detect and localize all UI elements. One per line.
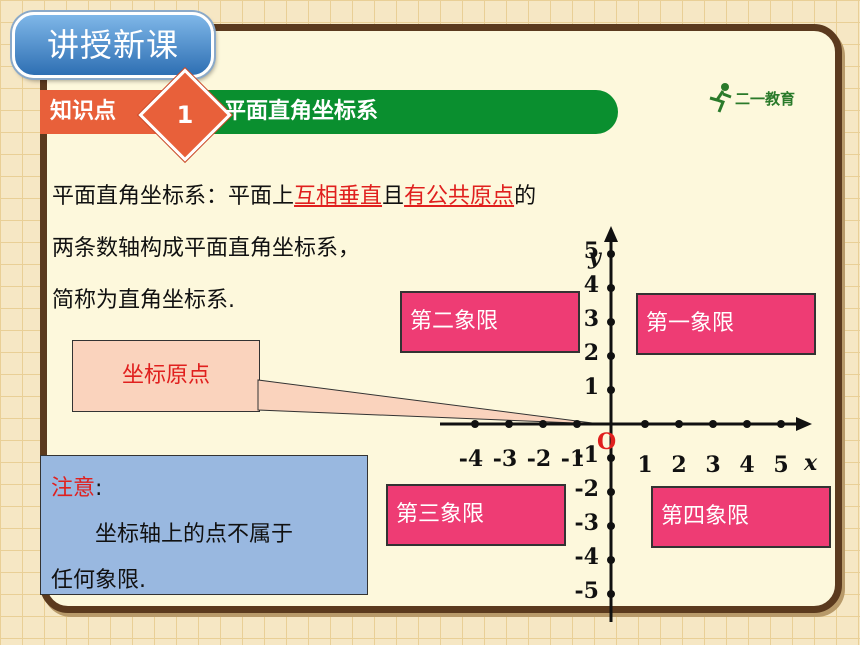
x-tick-dot xyxy=(505,420,513,428)
y-tick-dot xyxy=(607,556,615,564)
x-tick-dot xyxy=(675,420,683,428)
y-tick-dot xyxy=(607,488,615,496)
note-body-1: 坐标轴上的点不属于 xyxy=(95,522,294,547)
x-tick-label: 2 xyxy=(671,452,686,478)
x-tick-label: -4 xyxy=(459,446,483,472)
x-tick-dot xyxy=(743,420,751,428)
y-tick-label: 3 xyxy=(584,306,599,332)
x-axis-arrow xyxy=(796,417,812,431)
y-axis-label: y xyxy=(587,244,603,270)
x-tick-label: -2 xyxy=(527,446,551,472)
y-tick-dot xyxy=(607,284,615,292)
knowledge-title: 平面直角坐标系 xyxy=(224,99,379,124)
y-tick-dot xyxy=(607,352,615,360)
x-tick-dot xyxy=(573,420,581,428)
x-tick-label: 3 xyxy=(705,452,720,478)
keyword-perpendicular: 互相垂直 xyxy=(294,184,383,209)
x-tick-label: 1 xyxy=(637,452,652,478)
note-colon: : xyxy=(95,476,103,501)
y-tick-label: 1 xyxy=(584,374,599,400)
section-tab: 讲授新课 xyxy=(12,12,214,78)
y-tick-dot xyxy=(607,318,615,326)
origin-label: O xyxy=(597,429,616,455)
y-axis-arrow xyxy=(604,226,618,242)
y-tick-label: -1 xyxy=(575,442,599,468)
x-tick-label: -1 xyxy=(561,446,585,472)
note-title: 注意 xyxy=(51,476,96,501)
y-tick-dot xyxy=(607,250,615,258)
x-tick-label: 4 xyxy=(739,452,754,478)
callout-pointer xyxy=(257,379,601,425)
y-tick-dot xyxy=(607,522,615,530)
definition-text: 平面直角坐标系：平面上 xyxy=(52,184,295,209)
quadrant-2-box: 第二象限 xyxy=(400,291,580,353)
y-tick-label: 4 xyxy=(584,272,599,298)
y-tick-label: 2 xyxy=(584,340,599,366)
quadrant-4-box: 第四象限 xyxy=(651,486,831,548)
knowledge-label: 知识点 xyxy=(40,90,168,134)
y-tick-label: -3 xyxy=(575,510,599,536)
definition-line-2: 两条数轴构成平面直角坐标系， xyxy=(52,236,361,261)
brand-logo: 二一教育 xyxy=(705,80,825,114)
x-tick-dot xyxy=(471,420,479,428)
definition-line-3: 简称为直角坐标系. xyxy=(52,288,235,313)
y-tick-group: 5 4 3 2 1 -1 -2 -3 -4 -5 xyxy=(575,238,615,604)
origin-callout: 坐标原点 xyxy=(72,340,260,412)
x-tick-dot xyxy=(709,420,717,428)
x-tick-dot xyxy=(641,420,649,428)
runner-icon xyxy=(709,83,732,113)
y-tick-label: 5 xyxy=(584,238,599,264)
y-tick-label: -2 xyxy=(575,476,599,502)
quadrant-3-box: 第三象限 xyxy=(386,484,566,546)
quadrant-1-box: 第一象限 xyxy=(636,293,816,355)
y-tick-dot xyxy=(607,454,615,462)
note-box: 注意: 坐标轴上的点不属于 任何象限. xyxy=(40,455,368,595)
definition-text: 且 xyxy=(382,184,405,209)
keyword-common-origin: 有公共原点 xyxy=(404,184,515,209)
y-tick-label: -4 xyxy=(575,544,599,570)
x-tick-label: -3 xyxy=(493,446,517,472)
x-axis-label: x xyxy=(803,450,818,476)
logo-text: 二一教育 xyxy=(735,90,796,108)
y-tick-dot xyxy=(607,386,615,394)
note-body-2: 任何象限. xyxy=(51,568,146,593)
x-tick-dot xyxy=(539,420,547,428)
x-tick-dot xyxy=(777,420,785,428)
y-tick-dot xyxy=(607,590,615,598)
definition-line-1: 平面直角坐标系：平面上互相垂直且有公共原点的 xyxy=(52,178,536,210)
y-tick-label: -5 xyxy=(575,578,599,604)
x-tick-label: 5 xyxy=(773,452,788,478)
definition-text: 的 xyxy=(514,184,537,209)
